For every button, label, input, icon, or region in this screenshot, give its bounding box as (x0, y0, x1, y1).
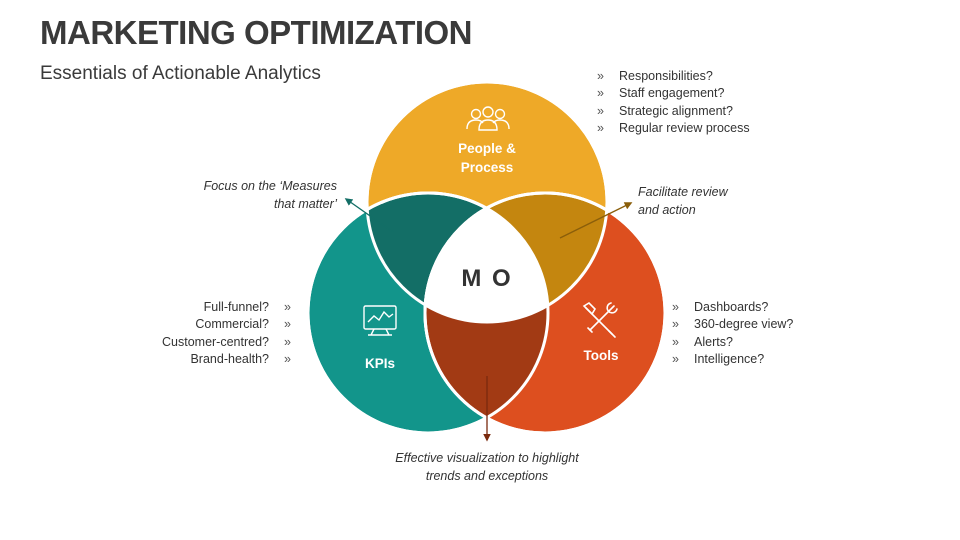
list-item: »Alerts? (672, 334, 733, 349)
note-visualization: Effective visualization to highlight tre… (395, 451, 579, 483)
tools-label: Tools (584, 348, 619, 363)
note-measures: Focus on the ‘Measures that matter’ (203, 179, 337, 211)
list-item: »Dashboards? (672, 300, 769, 314)
page-subtitle: Essentials of Actionable Analytics (40, 63, 321, 84)
list-item: »Intelligence? (672, 352, 765, 367)
tools-list: »Dashboards? »360-degree view? »Alerts? … (672, 299, 793, 369)
list-item: »Staff engagement? (597, 86, 725, 101)
list-item: »Strategic alignment? (597, 103, 733, 118)
kpis-label: KPIs (365, 356, 395, 371)
list-item: »360-degree view? (672, 317, 794, 332)
arrow-measures (344, 198, 394, 233)
people-label-line1: People & (458, 141, 516, 156)
people-icon (466, 106, 510, 131)
list-item: Commercial?» (195, 317, 291, 332)
center-label: M O (461, 265, 512, 292)
arrow-review (559, 202, 633, 239)
list-item: »Regular review process (597, 121, 750, 136)
people-process-list: »Responsibilities? »Staff engagement? »S… (597, 68, 750, 138)
list-item: Brand-health?» (190, 352, 291, 367)
list-item: Customer-centred?» (162, 334, 291, 349)
list-item: Full-funnel?» (203, 300, 291, 314)
page-title: MARKETING OPTIMIZATION (40, 14, 473, 51)
note-review: Facilitate review and action (638, 185, 728, 217)
monitor-chart-icon (363, 305, 397, 336)
people-label-line2: Process (461, 160, 514, 175)
kpis-list: Full-funnel?» Commercial?» Customer-cent… (162, 299, 291, 369)
tools-icon (582, 301, 618, 338)
list-item: »Responsibilities? (597, 69, 713, 83)
